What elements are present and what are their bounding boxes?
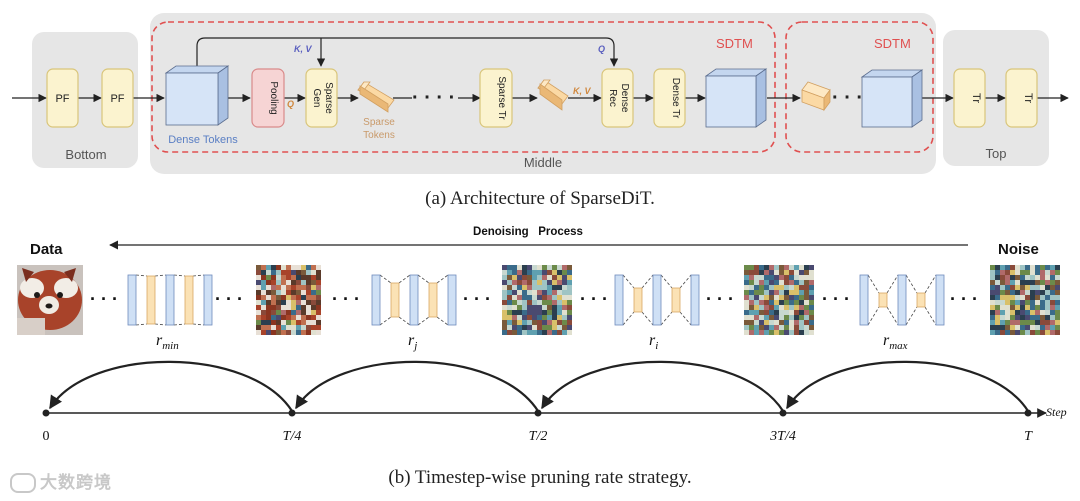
watermark-logo: 大数跨境 bbox=[10, 468, 112, 493]
ellipsis-1: · · · · bbox=[412, 87, 455, 109]
sdtm-label-1: SDTM bbox=[716, 36, 753, 51]
svg-text:Pooling: Pooling bbox=[268, 81, 279, 114]
svg-text:Tr: Tr bbox=[1022, 93, 1034, 103]
svg-text:· · ·: · · · bbox=[215, 289, 243, 309]
sparse-tokens-label-2: Tokens bbox=[363, 130, 395, 141]
sparse-tokens-cube-2 bbox=[537, 79, 569, 111]
q-label-2: Q bbox=[598, 44, 605, 54]
q-label-1: Q bbox=[287, 99, 294, 109]
dense-tr-block: Dense Tr bbox=[653, 68, 686, 128]
caption-a: (a) Architecture of SparseDiT. bbox=[425, 188, 655, 209]
architecture-diagram: SDTM SDTM Bottom Middle Top bbox=[12, 13, 1069, 174]
svg-text:SparseGen: SparseGen bbox=[311, 82, 334, 114]
svg-text:· · ·: · · · bbox=[463, 289, 491, 309]
pf-block-2: PF bbox=[101, 68, 134, 128]
separator-dots: · · · · · · · · · · · · · · · · · · · · … bbox=[90, 289, 978, 309]
sparse-tokens-cube-3 bbox=[801, 81, 831, 112]
dense-tokens-label: Dense Tokens bbox=[168, 134, 238, 146]
dense-tokens-cube-2 bbox=[704, 68, 768, 128]
svg-text:Tr: Tr bbox=[970, 93, 982, 103]
noisy-image-2 bbox=[502, 265, 572, 335]
tr-block-1: Tr bbox=[953, 68, 986, 128]
sparse-tr-block: Sparse Tr bbox=[479, 68, 513, 128]
svg-text:DenseRec: DenseRec bbox=[607, 84, 630, 113]
network-r-i bbox=[614, 274, 700, 326]
rate-label-r-j: rj bbox=[408, 332, 417, 352]
noisy-image-1 bbox=[256, 265, 321, 335]
middle-label: Middle bbox=[524, 155, 562, 170]
tick-label-0: 0 bbox=[43, 429, 50, 444]
sparse-tokens-label-1: Sparse bbox=[363, 117, 395, 128]
pooling-block: Pooling bbox=[251, 68, 285, 128]
timeline-arcs bbox=[49, 360, 1029, 412]
denoising-process-label: Denoising Process bbox=[473, 226, 583, 238]
svg-text:Dense Tr: Dense Tr bbox=[670, 78, 681, 119]
pruning-strategy-diagram: Data Noise Denoising Process · · · · · ·… bbox=[17, 226, 1067, 444]
svg-text:· · ·: · · · bbox=[332, 289, 360, 309]
sdtm-box-2 bbox=[785, 21, 934, 153]
svg-text:· · ·: · · · bbox=[90, 289, 118, 309]
pf-block-1: PF bbox=[46, 68, 79, 128]
tr-block-2: Tr bbox=[1005, 68, 1038, 128]
noisy-image-3 bbox=[744, 265, 814, 335]
rate-label-r-min: rmin bbox=[156, 332, 179, 352]
sdtm-box-1 bbox=[151, 21, 776, 153]
svg-text:PF: PF bbox=[110, 93, 124, 105]
top-label: Top bbox=[986, 146, 1007, 161]
dense-rec-block: DenseRec bbox=[601, 68, 634, 128]
tick-label-t: T bbox=[1024, 429, 1033, 444]
svg-text:· · ·: · · · bbox=[706, 289, 734, 309]
rate-label-r-i: ri bbox=[649, 332, 658, 352]
bottom-group bbox=[32, 32, 138, 168]
noisy-image-4 bbox=[990, 265, 1060, 335]
svg-text:· · ·: · · · bbox=[822, 289, 850, 309]
data-label: Data bbox=[30, 241, 63, 258]
tick-label-t2: T/2 bbox=[529, 429, 548, 444]
network-r-max bbox=[859, 274, 945, 326]
dense-tokens-cube-1 bbox=[164, 65, 230, 126]
step-label: Step bbox=[1046, 405, 1067, 419]
timeline-ticks bbox=[42, 409, 1032, 417]
svg-text:· · ·: · · · bbox=[950, 289, 978, 309]
network-r-j bbox=[371, 274, 457, 326]
watermark-icon bbox=[10, 473, 36, 493]
sdtm-label-2: SDTM bbox=[874, 36, 911, 51]
network-r-min bbox=[127, 274, 213, 326]
svg-text:Sparse Tr: Sparse Tr bbox=[496, 76, 507, 120]
red-panda-image bbox=[17, 265, 83, 335]
kv-label-1: K, V bbox=[294, 44, 313, 54]
caption-b: (b) Timestep-wise pruning rate strategy. bbox=[388, 467, 692, 488]
kv-label-2: K, V bbox=[573, 86, 592, 96]
sparse-tokens-cube-1 bbox=[357, 81, 395, 113]
sparse-gen-block: SparseGen bbox=[305, 68, 338, 128]
flow-arrows bbox=[12, 37, 1069, 103]
dense-tokens-cube-3 bbox=[860, 69, 924, 128]
svg-text:· · ·: · · · bbox=[580, 289, 608, 309]
bottom-label: Bottom bbox=[65, 147, 106, 162]
svg-text:PF: PF bbox=[55, 93, 69, 105]
tick-label-t4: T/4 bbox=[283, 429, 302, 444]
rate-label-r-max: rmax bbox=[883, 332, 908, 352]
noise-label: Noise bbox=[998, 241, 1039, 258]
ellipsis-2: · · · bbox=[832, 87, 863, 109]
tick-label-3t4: 3T/4 bbox=[769, 429, 796, 444]
